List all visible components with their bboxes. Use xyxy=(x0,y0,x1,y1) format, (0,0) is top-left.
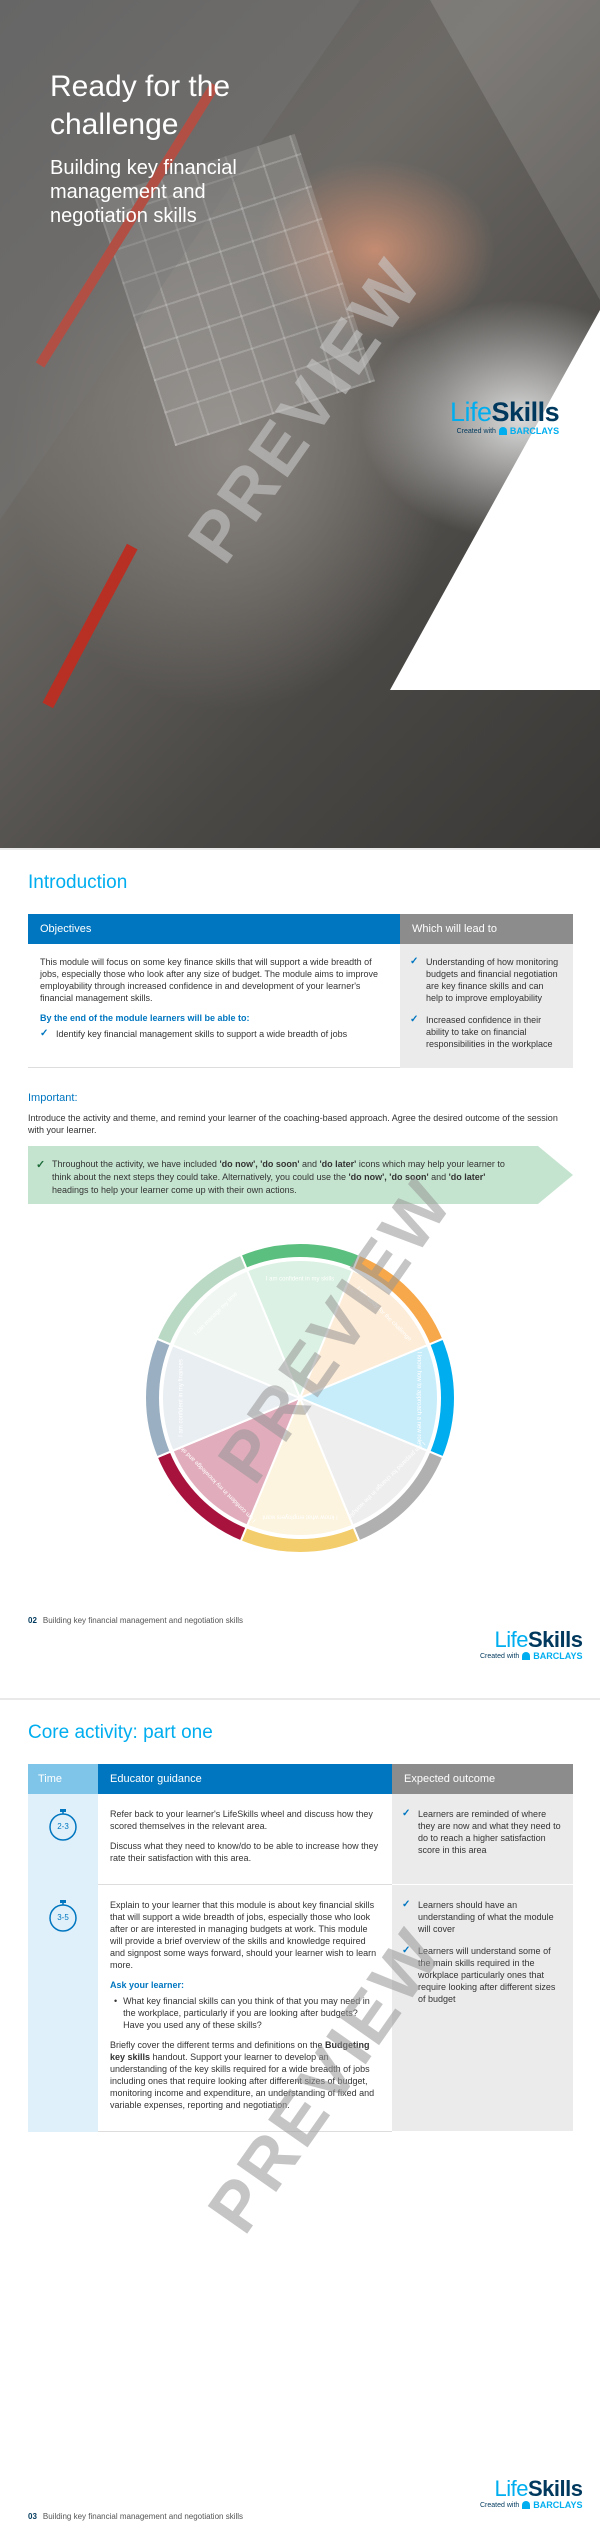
footer-text: Building key financial management and ne… xyxy=(42,1616,244,1625)
logo-life-text: Life xyxy=(494,2476,529,2501)
objectives-header: Objectives xyxy=(28,914,400,944)
cover-white-panel xyxy=(0,0,600,848)
lifeskills-logo: LifeSkills Created with BARCLAYS xyxy=(480,2476,583,2510)
guidance-text: Refer back to your learner's LifeSkills … xyxy=(110,1809,373,1831)
important-text: Introduce the activity and theme, and re… xyxy=(28,1113,558,1135)
page-number: 03 xyxy=(28,2512,37,2521)
cover-subtitle: Building key financial management and ne… xyxy=(50,157,237,227)
outcome-item: Learners are reminded of where they are … xyxy=(418,1809,561,1855)
barclays-eagle-icon xyxy=(522,2501,531,2509)
guidance-text: Discuss what they need to know/do to be … xyxy=(110,1841,379,1863)
lead-item: Increased confidence in their ability to… xyxy=(426,1015,553,1049)
logo-life-text: Life xyxy=(450,397,492,427)
do-now-arrow-banner: ✓ Throughout the activity, we have inclu… xyxy=(28,1146,573,1204)
logo-created-with: Created with xyxy=(456,427,496,435)
logo-barclays: BARCLAYS xyxy=(533,2500,583,2510)
logo-created-with: Created with xyxy=(480,2501,520,2509)
wheel-segment-label: I am confident in my finances xyxy=(179,1359,185,1437)
lead-cell: ✓ Understanding of how monitoring budgets… xyxy=(400,944,573,1068)
outcome-item: Learners will understand some of the mai… xyxy=(418,1946,556,2004)
table-row: 3-5 Explain to your learner that this mo… xyxy=(28,1885,573,2132)
page-footer: 03 Building key financial management and … xyxy=(28,2512,243,2521)
arrow-banner-text: Throughout the activity, we have include… xyxy=(52,1159,505,1195)
wheel-segment-label: I am confident in my skills xyxy=(266,1277,334,1283)
objectives-cell: This module will focus on some key finan… xyxy=(28,944,400,1068)
core-activity-heading: Core activity: part one xyxy=(28,1722,213,1743)
wheel-segment-label: I know how to approach a new role xyxy=(416,1352,422,1445)
objective-bullet: Identify key financial management skills… xyxy=(56,1029,348,1039)
wheel-segment-ring xyxy=(155,1253,248,1346)
barclays-eagle-icon xyxy=(522,1652,531,1660)
cover-photo xyxy=(0,0,600,848)
outcome-header: Expected outcome xyxy=(392,1764,573,1794)
bullet-dot-icon: • xyxy=(114,1996,118,2006)
time-value: 2-3 xyxy=(57,1822,69,1831)
ask-learner-label: Ask your learner: xyxy=(110,1980,185,1990)
wheel-segment-fill xyxy=(298,1269,429,1400)
check-icon: ✓ xyxy=(410,1014,419,1025)
wheel-segment-fill xyxy=(171,1269,302,1400)
wheel-segment-fill xyxy=(171,1396,302,1527)
core-activity-page: Core activity: part one Time Educator gu… xyxy=(0,1700,600,2546)
lifeskills-logo: LifeSkills Created with BARCLAYS xyxy=(450,397,560,436)
wheel-segment-fill xyxy=(297,1343,439,1453)
check-icon: ✓ xyxy=(402,1808,411,1819)
logo-created-with: Created with xyxy=(480,1652,520,1660)
logo-barclays: BARCLAYS xyxy=(533,1651,583,1661)
page-number: 02 xyxy=(28,1616,37,1625)
guidance-text: Briefly cover the different terms and de… xyxy=(110,2040,375,2110)
stopwatch-icon: 2-3 xyxy=(48,1808,78,1842)
logo-skills-text: Skills xyxy=(528,1627,583,1652)
wheel-segment-fill xyxy=(245,1259,355,1401)
check-icon: ✓ xyxy=(402,1945,411,1956)
lead-header: Which will lead to xyxy=(400,914,573,944)
check-icon: ✓ xyxy=(410,956,419,967)
logo-barclays: BARCLAYS xyxy=(509,426,560,436)
lifeskills-logo: LifeSkills Created with BARCLAYS xyxy=(480,1627,583,1661)
wheel-segment-fill xyxy=(298,1396,429,1527)
introduction-page: Introduction Objectives Which will lead … xyxy=(0,850,600,1698)
logo-skills-text: Skills xyxy=(528,2476,583,2501)
wheel-segment-fill xyxy=(161,1343,303,1453)
guidance-header: Educator guidance xyxy=(98,1764,392,1794)
check-icon: ✓ xyxy=(36,1159,46,1171)
ask-bullet-text: What key financial skills can you think … xyxy=(123,1996,370,2030)
wheel-segment-fill xyxy=(245,1395,355,1537)
cover-title: Ready for the challenge xyxy=(50,70,231,141)
time-header: Time xyxy=(28,1764,98,1794)
check-icon: ✓ xyxy=(40,1028,49,1039)
stopwatch-icon: 3-5 xyxy=(48,1899,78,1933)
footer-text: Building key financial management and ne… xyxy=(42,2512,244,2521)
logo-life-text: Life xyxy=(494,1627,529,1652)
barclays-eagle-icon xyxy=(498,427,507,435)
introduction-heading: Introduction xyxy=(28,872,128,893)
table-row: 2-3 Refer back to your learner's LifeSki… xyxy=(28,1794,573,1885)
guidance-text: Explain to your learner that this module… xyxy=(110,1900,377,1970)
cover-page: Ready for the challenge Building key fin… xyxy=(0,0,600,848)
core-activity-table: Time Educator guidance Expected outcome … xyxy=(28,1764,573,2132)
page-footer: 02 Building key financial management and … xyxy=(28,1616,243,1625)
important-title: Important: xyxy=(28,1092,78,1104)
objectives-table: Objectives Which will lead to This modul… xyxy=(28,914,573,1068)
logo-skills-text: Skills xyxy=(491,397,560,427)
lead-item: Understanding of how monitoring budgets … xyxy=(426,957,559,1003)
outcome-item: Learners should have an understanding of… xyxy=(418,1900,554,1934)
time-value: 3-5 xyxy=(57,1913,69,1922)
wheel-segment-label: I know what employers want xyxy=(262,1514,338,1520)
objectives-text: This module will focus on some key finan… xyxy=(40,957,379,1003)
by-end-label: By the end of the module learners will b… xyxy=(40,1013,250,1023)
check-icon: ✓ xyxy=(402,1899,411,1910)
